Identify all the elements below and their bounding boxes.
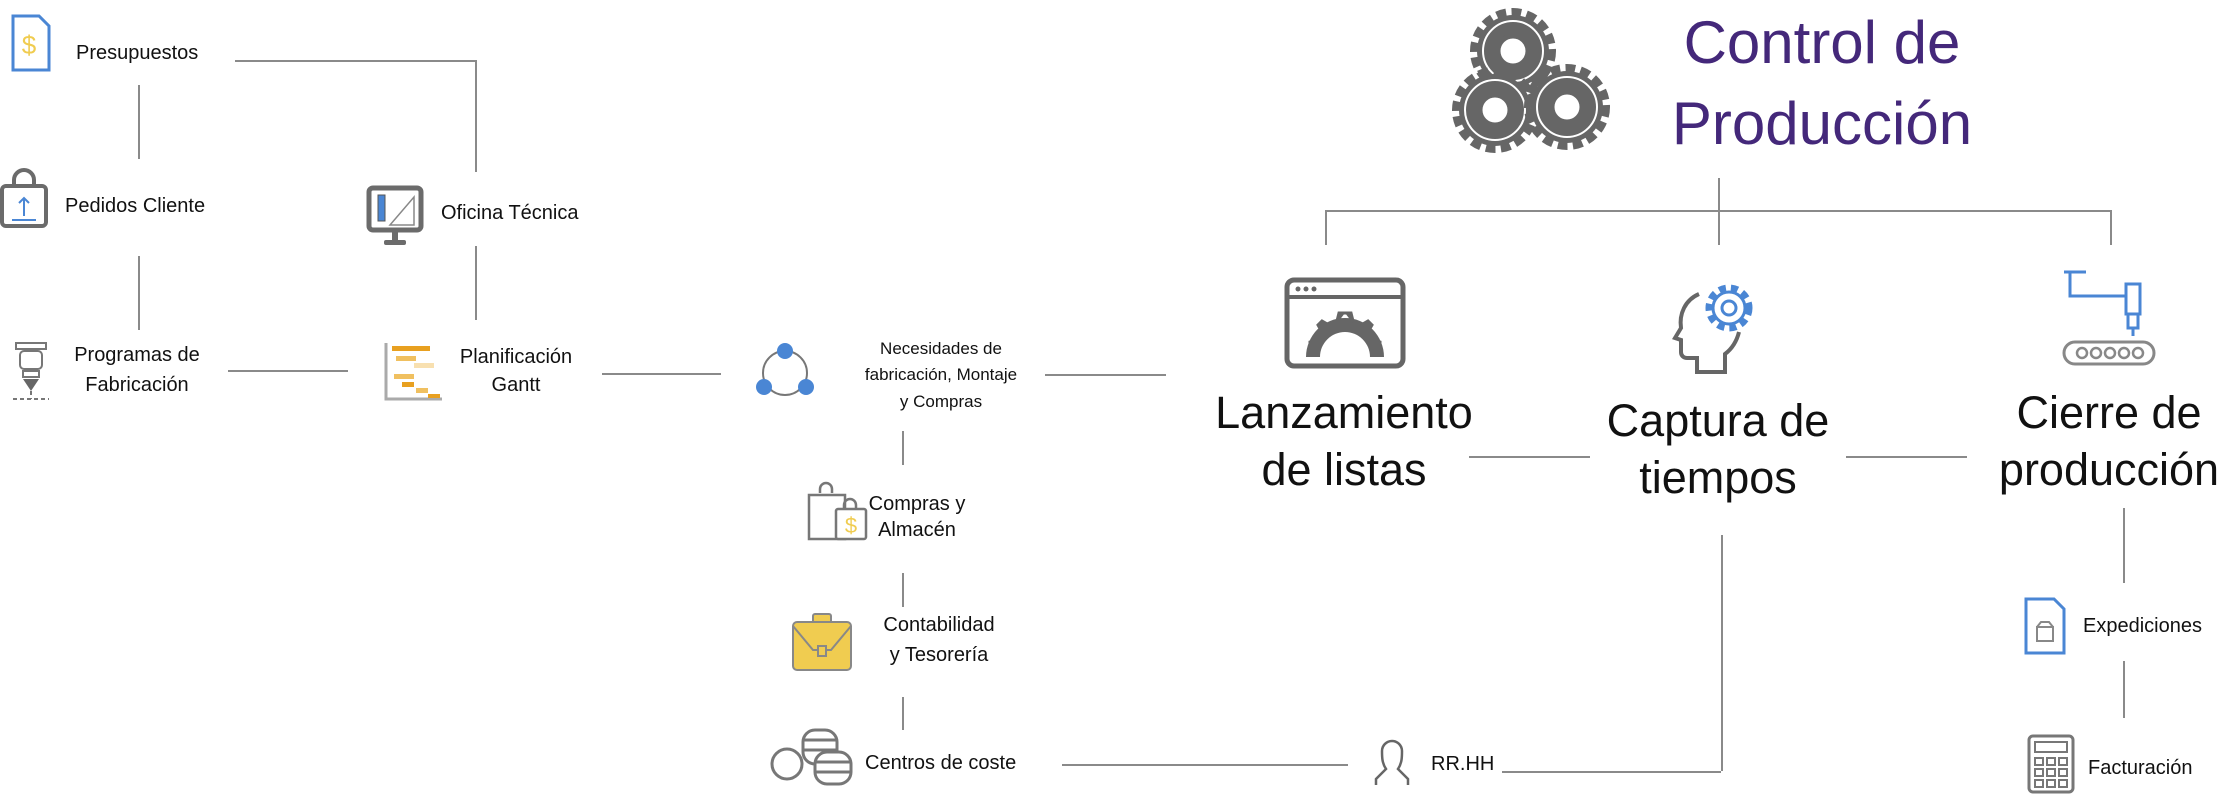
connector bbox=[235, 60, 475, 62]
connector bbox=[1721, 535, 1723, 771]
connector bbox=[228, 370, 348, 372]
head-gear-icon bbox=[1671, 274, 1765, 374]
node-necesidades-line2: fabricación, Montaje bbox=[864, 365, 1018, 384]
diagram-title-line1: Control de bbox=[1683, 9, 1961, 76]
node-gantt-line1: Planificación bbox=[459, 346, 573, 368]
node-gantt-line2: Gantt bbox=[491, 374, 541, 396]
node-contabilidad-line2: y Tesorería bbox=[889, 644, 989, 666]
node-rrhh: RR.HH bbox=[1431, 753, 1495, 775]
node-presupuestos: Presupuestos bbox=[76, 42, 199, 64]
connector bbox=[902, 573, 904, 607]
node-cierre-line1: Cierre de bbox=[2016, 387, 2202, 438]
node-lanzamiento-line1: Lanzamiento bbox=[1215, 387, 1473, 438]
gears-icon bbox=[1451, 3, 1657, 159]
network-cycle-icon bbox=[754, 341, 816, 401]
connector bbox=[2123, 661, 2125, 718]
node-expediciones: Expediciones bbox=[2083, 615, 2202, 637]
connector bbox=[1846, 456, 1967, 458]
connector bbox=[1325, 210, 1327, 245]
node-cierre-line2: producción bbox=[1998, 444, 2220, 495]
connector bbox=[1325, 210, 2110, 212]
calculator-icon bbox=[2027, 734, 2075, 794]
connector bbox=[475, 246, 477, 320]
window-gear-icon bbox=[1284, 277, 1406, 369]
connector bbox=[475, 60, 477, 172]
connector bbox=[138, 85, 140, 159]
connector bbox=[1062, 764, 1348, 766]
coins-stack-icon bbox=[769, 728, 855, 786]
person-icon bbox=[1372, 735, 1412, 787]
node-oficina-tecnica: Oficina Técnica bbox=[441, 202, 579, 224]
budget-document-icon: $ bbox=[11, 14, 51, 72]
diagram-title-line2: Producción bbox=[1671, 90, 1973, 157]
connector bbox=[1045, 374, 1166, 376]
connector bbox=[602, 373, 721, 375]
node-programas-line1: Programas de bbox=[74, 344, 200, 366]
svg-text:$: $ bbox=[22, 30, 37, 60]
briefcase-icon bbox=[791, 612, 853, 672]
design-monitor-icon bbox=[366, 185, 424, 247]
gantt-chart-icon bbox=[384, 341, 444, 401]
shopping-bags-icon: $ bbox=[806, 481, 870, 541]
node-captura-line2: tiempos bbox=[1639, 452, 1797, 503]
connector bbox=[2123, 508, 2125, 583]
shipping-document-icon bbox=[2024, 597, 2066, 655]
node-pedidos-cliente: Pedidos Cliente bbox=[65, 195, 206, 217]
node-contabilidad-line1: Contabilidad bbox=[883, 614, 995, 636]
connector bbox=[2110, 210, 2112, 245]
cnc-spindle-icon bbox=[11, 341, 51, 401]
node-captura-line1: Captura de bbox=[1606, 395, 1830, 446]
connector bbox=[902, 697, 904, 730]
svg-text:$: $ bbox=[845, 513, 857, 538]
node-centros-coste: Centros de coste bbox=[865, 752, 1017, 774]
connector bbox=[902, 431, 904, 465]
shopping-bag-icon bbox=[0, 168, 48, 228]
robot-arm-conveyor-icon bbox=[2062, 270, 2156, 368]
node-necesidades-line3: y Compras bbox=[899, 392, 983, 411]
connector bbox=[1502, 771, 1721, 773]
node-necesidades-line1: Necesidades de bbox=[880, 339, 1002, 358]
node-programas-line2: Fabricación bbox=[85, 374, 189, 396]
connector bbox=[1469, 456, 1590, 458]
connector bbox=[138, 256, 140, 330]
node-facturacion: Facturación bbox=[2088, 757, 2193, 779]
node-lanzamiento-line2: de listas bbox=[1261, 444, 1427, 495]
node-compras-line2: Almacén bbox=[878, 519, 956, 541]
node-compras-line1: Compras y bbox=[868, 493, 966, 515]
